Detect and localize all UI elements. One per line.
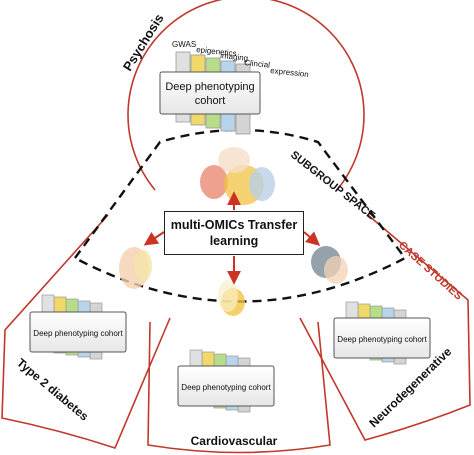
psychosis-cohort-line2: cohort [195,95,226,107]
cluster-blue [249,167,275,201]
cluster-yellow-left [134,250,152,282]
psychosis-layer-stack [159,51,261,135]
psychosis-layer-label-3: Clincial [244,58,271,70]
neuro-cohort-label: Deep phenotyping cohort [337,335,427,344]
arrow-right [303,231,321,246]
cardio-sector-border [147,321,331,454]
subgroup-clusters [119,147,348,316]
psychosis-cohort-line1: Deep phenotyping [165,81,254,93]
transfer-learning-box: multi-OMICs Transfer learning [164,211,304,255]
cardio-cohort-card [177,365,275,407]
psychosis-sector-border [127,0,365,191]
cardio-label: Cardiovascular [191,434,278,448]
neuro-layer-stack [333,301,431,365]
cluster-peach-right [324,256,348,284]
psychosis-label: Psychosis [120,11,167,74]
psychosis-cohort-card [159,71,261,115]
cardio-layer-stack [177,349,275,413]
transfer-learning-label: multi-OMICs Transfer learning [170,218,298,248]
type2-label: Type 2 diabetes [14,356,92,424]
psychosis-layer-label-4: expression [270,66,309,79]
type2-layer-stack [29,294,127,360]
transfer-arrows [143,191,321,285]
arrow-left [143,231,165,246]
cluster-red [200,165,228,199]
psychosis-layer-label-0: GWAS [172,40,196,49]
cluster-cream-bottom [218,280,238,312]
psychosis-layer-label-2: imaging [220,51,249,63]
cluster-peach-top [218,147,250,173]
subgroup-space-fan [73,128,407,303]
type2-sector-border [1,214,171,449]
neuro-cohort-card [333,317,431,359]
type2-cohort-label: Deep phenotyping cohort [33,329,123,338]
case-studies-label: CASE STUDIES [396,239,464,302]
psychosis-layer-label-1: epigenetics [196,45,237,58]
type2-cohort-card [29,311,127,353]
neuro-sector-border [299,214,471,441]
cardio-cohort-label: Deep phenotyping cohort [181,383,271,392]
